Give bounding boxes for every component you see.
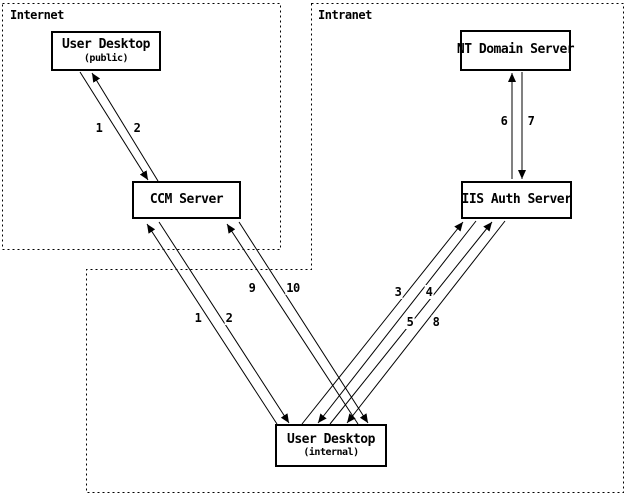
arrow-1-internal-desktop-to-ccm — [146, 223, 278, 425]
node-title: CCM Server — [149, 191, 224, 207]
node-user-desktop-public: User Desktop (public) — [51, 31, 161, 71]
internet-zone-border — [2, 3, 281, 250]
arrow-2-ccm-to-public-desktop — [91, 72, 159, 182]
edge-label-4: 4 — [424, 285, 434, 299]
internet-zone-label: Internet — [10, 8, 64, 22]
edge-label-1-internal: 1 — [193, 311, 203, 325]
intranet-zone-border — [86, 3, 624, 493]
edge-label-10: 10 — [285, 281, 301, 295]
edge-label-2-public: 2 — [132, 121, 142, 135]
arrow-1-public-desktop-to-ccm — [79, 71, 149, 181]
intranet-zone-label: Intranet — [318, 8, 372, 22]
node-subtitle: (internal) — [303, 447, 359, 459]
node-title: NT Domain Server — [456, 42, 575, 58]
edge-label-3: 3 — [393, 285, 403, 299]
arrow-2-ccm-to-internal-desktop — [158, 221, 290, 424]
edge-label-6: 6 — [499, 114, 509, 128]
node-user-desktop-internal: User Desktop (internal) — [275, 424, 387, 467]
edge-label-9: 9 — [247, 281, 257, 295]
edge-label-2-internal: 2 — [224, 311, 234, 325]
arrow-8-iis-to-internal-desktop — [346, 220, 506, 424]
arrow-3-internal-desktop-to-iis — [301, 221, 464, 425]
node-title: IIS Auth Server — [461, 191, 572, 207]
arrow-9-internal-desktop-to-ccm — [226, 223, 359, 425]
arrow-10-ccm-to-internal-desktop — [238, 221, 369, 424]
arrow-4-iis-to-internal-desktop — [317, 220, 477, 424]
node-ccm-server: CCM Server — [132, 181, 241, 219]
node-iis-auth-server: IIS Auth Server — [461, 181, 572, 219]
node-title: User Desktop — [287, 431, 375, 447]
edge-label-7: 7 — [526, 114, 536, 128]
node-nt-domain-server: NT Domain Server — [456, 30, 575, 71]
edge-label-1-public: 1 — [94, 121, 104, 135]
node-subtitle: (public) — [83, 52, 129, 64]
edge-label-5: 5 — [405, 315, 415, 329]
edge-label-8: 8 — [431, 315, 441, 329]
node-title: User Desktop — [62, 37, 150, 53]
